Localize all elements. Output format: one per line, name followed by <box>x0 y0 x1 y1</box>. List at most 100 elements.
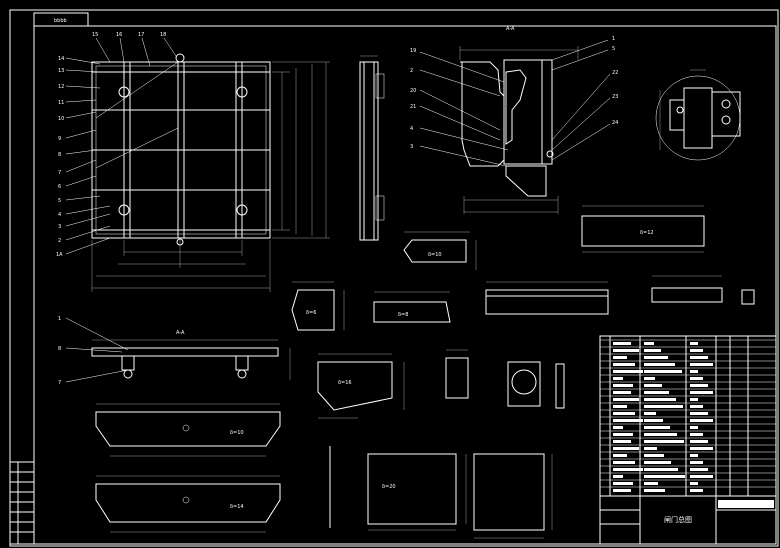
table-cell-mark <box>690 384 708 387</box>
table-cell-mark <box>690 370 698 373</box>
front-callout-1: 8 <box>58 346 61 352</box>
callout-section-3: 21 <box>410 104 416 110</box>
table-cell-mark <box>613 342 631 345</box>
table-cell-mark <box>613 468 643 471</box>
part-details-middle: δ=10 δ=12 δ=6 δ=8 <box>291 205 755 331</box>
callout-left-13: 1A <box>56 252 63 258</box>
table-cell-mark <box>644 398 676 401</box>
table-cell-mark <box>690 475 713 478</box>
table-cell-mark <box>644 405 683 408</box>
callout-left-2: 12 <box>58 84 64 90</box>
callout-section-5: 3 <box>410 144 413 150</box>
table-cell-mark <box>644 342 654 345</box>
plate-label-6: δ=16 <box>338 380 352 386</box>
table-cell-mark <box>613 405 627 408</box>
revision-block <box>9 461 35 545</box>
table-cell-mark <box>613 419 643 422</box>
callout-left-5: 9 <box>58 136 61 142</box>
callout-left-1: 13 <box>58 68 64 74</box>
callout-top-2: 17 <box>138 32 144 38</box>
callout-section-right-0: 1 <box>612 36 615 42</box>
title-block-title: 闸门总图 <box>664 515 692 524</box>
table-cell-mark <box>644 356 668 359</box>
table-cell-mark <box>613 384 633 387</box>
table-cell-mark <box>644 468 678 471</box>
table-cell-mark <box>644 433 677 436</box>
table-cell-mark <box>613 461 635 464</box>
table-cell-mark <box>644 475 685 478</box>
table-cell-mark <box>690 468 708 471</box>
callout-top-0: 15 <box>92 32 98 38</box>
callout-left-9: 5 <box>58 198 61 204</box>
plate-label-3: δ=8 <box>398 312 408 318</box>
front-callout-2: 7 <box>58 380 61 386</box>
detail-view-top-right <box>655 69 741 161</box>
callout-section-right-4: 24 <box>612 120 618 126</box>
table-cell-mark <box>690 419 713 422</box>
table-cell-mark <box>613 398 639 401</box>
table-cell-mark <box>644 363 675 366</box>
table-cell-mark <box>613 454 627 457</box>
section-aa-view: A-A 19 2 20 21 4 3 1 5 22 23 24 <box>410 26 618 214</box>
table-cell-mark <box>613 433 633 436</box>
table-cell-mark <box>613 363 635 366</box>
table-cell-mark <box>613 412 635 415</box>
outer-frame <box>9 9 779 547</box>
callout-section-2: 20 <box>410 88 416 94</box>
table-cell-mark <box>644 447 657 450</box>
table-cell-mark <box>690 377 703 380</box>
plate-label-0: δ=10 <box>428 252 442 258</box>
table-cell-mark <box>690 440 708 443</box>
corner-tag: bbbb <box>54 18 67 24</box>
callout-section-1: 2 <box>410 68 413 74</box>
table-cell-mark <box>613 475 623 478</box>
table-cell-mark <box>613 370 643 373</box>
table-cell-mark <box>613 440 631 443</box>
plate-label-1: δ=12 <box>640 230 654 236</box>
drawing-border <box>33 25 777 545</box>
callout-left-3: 11 <box>58 100 64 106</box>
front-label: A-A <box>176 330 185 336</box>
callout-left-11: 3 <box>58 224 61 230</box>
table-cell-mark <box>690 363 713 366</box>
plate-label-5: δ=14 <box>230 504 244 510</box>
callout-left-0: 14 <box>58 56 64 62</box>
table-cell-mark <box>644 482 658 485</box>
side-view <box>359 55 385 241</box>
table-cell-mark <box>690 447 713 450</box>
top-callouts: 15 16 17 18 <box>92 32 177 67</box>
table-cell-mark <box>613 377 623 380</box>
table-cell-mark <box>613 426 623 429</box>
parts-list-table <box>599 335 777 497</box>
table-cell-mark <box>690 405 703 408</box>
table-cell-mark <box>690 349 703 352</box>
callout-left-4: 10 <box>58 116 64 122</box>
callout-top-3: 18 <box>160 32 166 38</box>
table-cell-mark <box>613 482 633 485</box>
table-cell-mark <box>644 412 656 415</box>
table-cell-mark <box>690 391 713 394</box>
callout-top-1: 16 <box>116 32 122 38</box>
section-label: A-A <box>506 26 515 32</box>
trapezoid-parts: δ=10 δ=14 δ=16 <box>95 349 565 533</box>
table-cell-mark <box>644 370 682 373</box>
table-cell-mark <box>644 454 664 457</box>
plate-label-7: δ=20 <box>382 484 396 490</box>
table-cell-mark <box>690 454 698 457</box>
callout-left-12: 2 <box>58 238 61 244</box>
table-cell-mark <box>613 447 639 450</box>
callout-left-7: 7 <box>58 170 61 176</box>
table-cell-mark <box>690 426 698 429</box>
table-cell-mark <box>644 391 669 394</box>
table-cell-mark <box>613 391 631 394</box>
callout-section-4: 4 <box>410 126 413 132</box>
table-cell-mark <box>613 489 631 492</box>
table-cell-mark <box>644 419 663 422</box>
table-cell-mark <box>690 489 703 492</box>
front-view-aa: A-A 1 8 7 <box>58 316 291 386</box>
table-cell-mark <box>690 342 698 345</box>
callout-section-right-1: 5 <box>612 46 615 52</box>
left-callouts: 14 13 12 11 10 9 8 7 6 5 4 3 2 1A <box>56 56 111 258</box>
table-cell-mark <box>644 426 670 429</box>
